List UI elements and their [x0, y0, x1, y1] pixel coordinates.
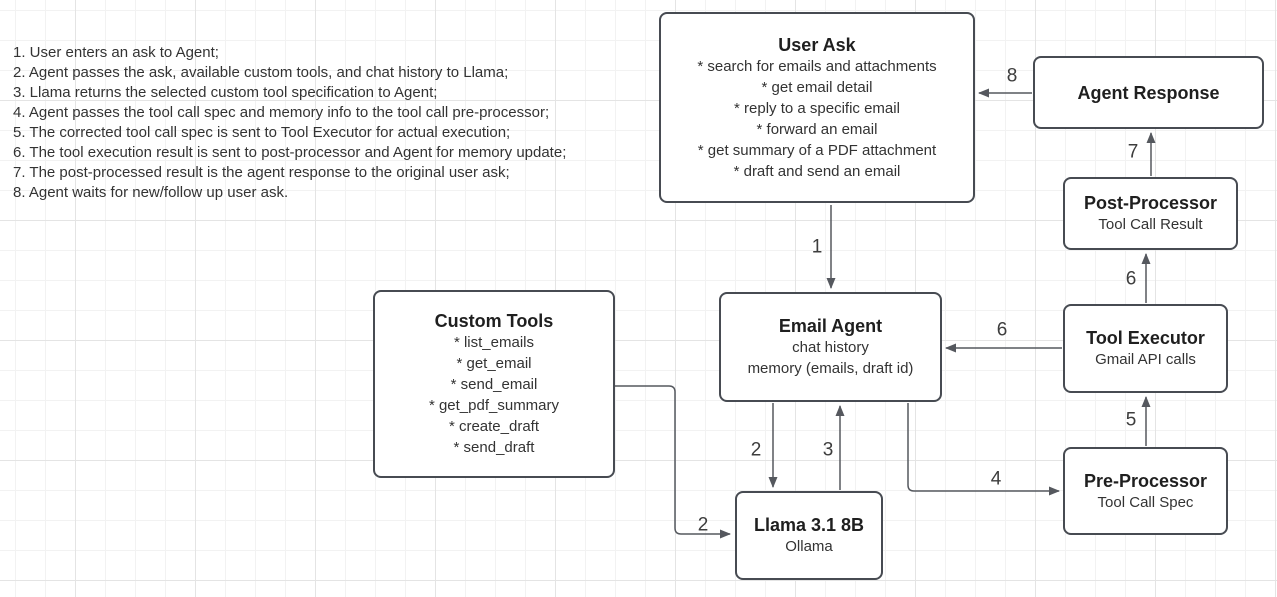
node-post-processor[interactable]: Post-Processor Tool Call Result	[1063, 177, 1238, 250]
node-title: Llama 3.1 8B	[753, 515, 865, 535]
list-item: * forward an email	[756, 120, 878, 138]
node-subtitle: Tool Call Spec	[1097, 493, 1194, 511]
list-item: * list_emails	[453, 334, 534, 351]
edge-label-step1[interactable]: 1	[811, 236, 823, 258]
node-title: Custom Tools	[434, 311, 554, 331]
edge-label-step7[interactable]: 7	[1127, 141, 1139, 163]
list-item: * get summary of a PDF attachment	[697, 141, 937, 159]
list-item: * get_pdf_summary	[428, 397, 560, 414]
node-title: Tool Executor	[1086, 328, 1205, 348]
list-item: * create_draft	[448, 418, 540, 435]
node-lines: * search for emails and attachments * get…	[697, 56, 936, 182]
list-item: * reply to a specific email	[734, 99, 900, 117]
node-llama[interactable]: Llama 3.1 8B Ollama	[735, 491, 883, 580]
list-item: 6. The tool execution result is sent to …	[13, 144, 567, 161]
node-tool-executor[interactable]: Tool Executor Gmail API calls	[1063, 304, 1228, 393]
list-item: 5. The corrected tool call spec is sent …	[13, 124, 511, 141]
node-pre-processor[interactable]: Pre-Processor Tool Call Spec	[1063, 447, 1228, 535]
list-item: 7. The post-processed result is the agen…	[13, 164, 510, 181]
edge-label-step3[interactable]: 3	[822, 439, 834, 461]
edge-label-step8[interactable]: 8	[1006, 65, 1018, 87]
node-lines: chat history memory (emails, draft id)	[748, 337, 914, 379]
list-item: 3. Llama returns the selected custom too…	[13, 84, 438, 101]
edge-label-step6-horizontal[interactable]: 6	[996, 319, 1008, 341]
list-item: * send_email	[450, 376, 538, 393]
node-custom-tools[interactable]: Custom Tools * list_emails * get_email * s…	[373, 290, 615, 478]
list-item: chat history	[792, 339, 869, 356]
edge-label-step2-tools[interactable]: 2	[697, 514, 709, 536]
edge-label-step6-vertical[interactable]: 6	[1125, 268, 1137, 290]
edge-label-step5[interactable]: 5	[1125, 409, 1137, 431]
edge-label-step2-agent[interactable]: 2	[750, 439, 762, 461]
workflow-steps-text[interactable]: 1. User enters an ask to Agent; 2. Agent …	[13, 43, 663, 203]
node-title: Agent Response	[1077, 82, 1220, 103]
node-title: Email Agent	[778, 316, 883, 336]
node-title: Pre-Processor	[1083, 470, 1208, 491]
connector-step4-email-agent-to-pre-processor[interactable]	[907, 403, 1060, 496]
list-item: 4. Agent passes the tool call spec and m…	[13, 104, 550, 121]
connector-step2-custom-tools-to-llama[interactable]	[615, 385, 731, 539]
list-item: * get_email	[456, 355, 532, 372]
edge-label-step4[interactable]: 4	[990, 468, 1002, 490]
node-agent-response[interactable]: Agent Response	[1033, 56, 1264, 129]
list-item: * send_draft	[453, 439, 535, 456]
list-item: memory (emails, draft id)	[747, 360, 914, 377]
node-email-agent[interactable]: Email Agent chat history memory (emails, …	[719, 292, 942, 402]
node-title: User Ask	[778, 34, 856, 55]
list-item: 2. Agent passes the ask, available custo…	[13, 64, 509, 81]
node-subtitle: Gmail API calls	[1095, 351, 1196, 368]
node-lines: * list_emails * get_email * send_email * ge…	[429, 332, 559, 458]
node-subtitle: Ollama	[785, 538, 833, 555]
node-user-ask[interactable]: User Ask * search for emails and attachm…	[659, 12, 975, 203]
list-item: 8. Agent waits for new/follow up user as…	[13, 184, 289, 201]
list-item: * search for emails and attachments	[697, 57, 937, 75]
list-item: 1. User enters an ask to Agent;	[13, 44, 219, 61]
node-subtitle: Tool Call Result	[1098, 216, 1203, 233]
node-title: Post-Processor	[1083, 193, 1218, 213]
list-item: * get email detail	[761, 78, 873, 96]
list-item: * draft and send an email	[733, 162, 901, 180]
